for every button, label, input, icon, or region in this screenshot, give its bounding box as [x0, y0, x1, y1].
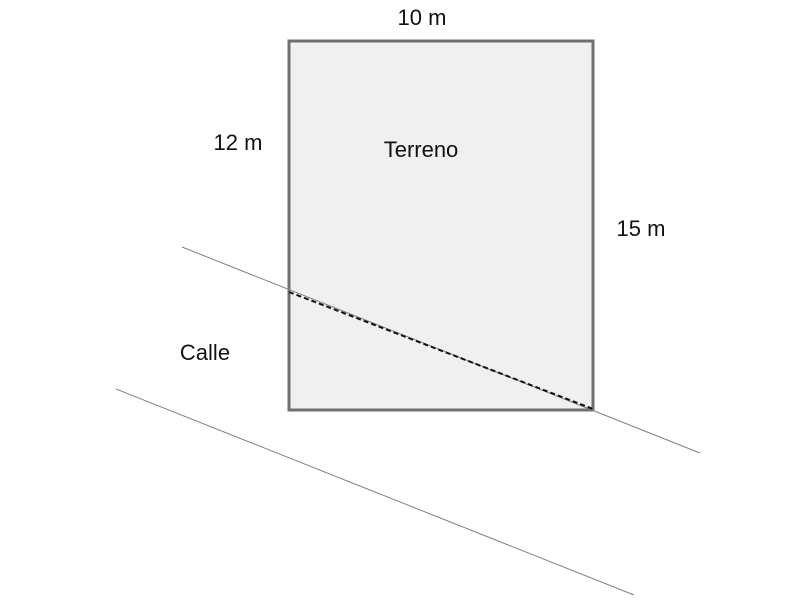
top-side-label: 10 m — [398, 5, 447, 30]
street-lower-edge — [115, 388, 635, 596]
lot-rectangle — [287, 39, 595, 412]
right-side-label: 15 m — [617, 216, 666, 241]
lot-label: Terreno — [384, 137, 459, 162]
lot-street-boundary-dashed — [288, 291, 594, 410]
left-side-label: 12 m — [214, 130, 263, 155]
street-label: Calle — [180, 340, 230, 365]
